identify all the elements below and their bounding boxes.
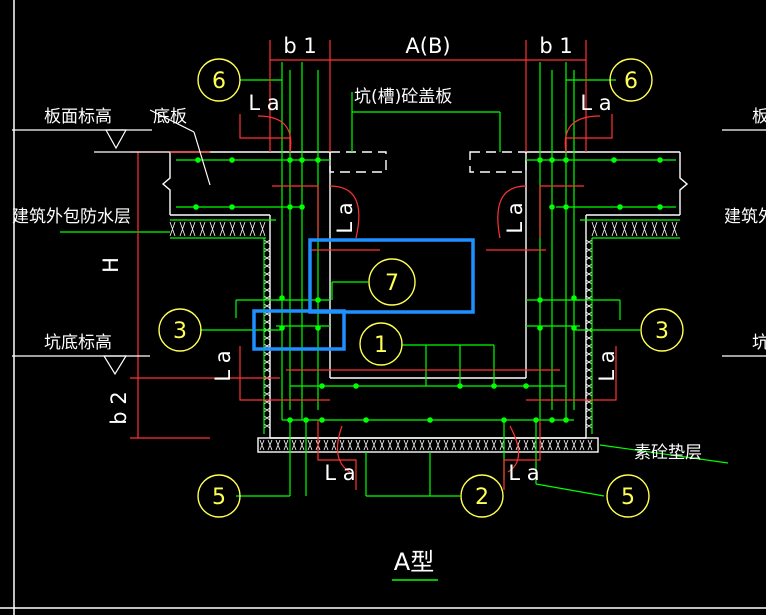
rebar-dot xyxy=(287,417,293,423)
rebar-dot xyxy=(193,204,199,210)
svg-text:6: 6 xyxy=(212,69,226,94)
dim-b1-left: b 1 xyxy=(283,34,316,58)
dim-b2: b 2 xyxy=(107,391,131,424)
rebar-dot xyxy=(571,295,577,301)
rebar-dot xyxy=(229,157,235,163)
rebar-dot xyxy=(363,417,369,423)
rebar-dot xyxy=(315,157,321,163)
rebar-dot xyxy=(287,157,293,163)
hatching xyxy=(169,221,678,451)
rebar-dot xyxy=(279,325,285,331)
svg-text:7: 7 xyxy=(385,271,399,296)
dim-la-side-left: L a xyxy=(211,350,235,381)
svg-text:3: 3 xyxy=(173,319,187,344)
dim-la-bot-right: L a xyxy=(508,461,539,485)
rebar-dot xyxy=(287,204,293,210)
dimension-lines xyxy=(130,40,617,490)
marker-3-left: 3 xyxy=(158,308,202,352)
dim-la-bot-left: L a xyxy=(324,461,355,485)
dim-b1-right: b 1 xyxy=(539,34,572,58)
rebar-dot xyxy=(657,204,663,210)
rebar-dot xyxy=(303,417,309,423)
rebar-dot xyxy=(563,204,569,210)
dim-la-top-left: L a xyxy=(248,91,279,115)
rebar-dot xyxy=(571,325,577,331)
label-bottom-slab: 底板 xyxy=(153,107,187,127)
label-cover-plate: 坑(槽)砼盖板 xyxy=(354,87,452,107)
rebar-dot xyxy=(319,417,325,423)
rebar-dot xyxy=(427,417,433,423)
svg-text:2: 2 xyxy=(475,485,489,510)
rebar-dot xyxy=(315,297,321,303)
marker-5-left: 5 xyxy=(197,474,241,518)
rebar-dot xyxy=(549,417,555,423)
elevation-symbols xyxy=(12,109,766,376)
rebar-dot xyxy=(549,157,555,163)
rebar-dot xyxy=(537,157,543,163)
rebar-dot xyxy=(195,157,201,163)
rebar-dot xyxy=(229,204,235,210)
rebar-dot xyxy=(457,383,463,389)
svg-text:5: 5 xyxy=(212,485,226,510)
marker-6-left: 6 xyxy=(197,58,241,102)
rebar-dot xyxy=(563,417,569,423)
rebar-dot xyxy=(299,204,305,210)
rebar-dot xyxy=(563,157,569,163)
rebar-dot xyxy=(353,383,359,389)
cover-plate xyxy=(329,151,527,173)
rebar-dot xyxy=(549,204,555,210)
waterproof-layer xyxy=(170,219,680,434)
rebar-dot xyxy=(319,383,325,389)
svg-text:5: 5 xyxy=(621,485,635,510)
highlight-box-rebar-7[interactable] xyxy=(308,238,475,314)
svg-text:6: 6 xyxy=(624,69,638,94)
label-waterproof: 建筑外包防水层 xyxy=(12,207,131,227)
rebar-dot xyxy=(299,157,305,163)
rebar-dots xyxy=(193,157,663,423)
drawing-title: A型 xyxy=(394,548,434,576)
rebar-dot xyxy=(537,325,543,331)
rebar-dot xyxy=(501,417,507,423)
label-pit-bottom-elev: 坑底标高 xyxy=(44,333,112,353)
dim-la-top-right: L a xyxy=(580,91,611,115)
rebar-dot xyxy=(279,295,285,301)
dim-la-mid-left: L a xyxy=(333,202,357,233)
rebar-dot xyxy=(533,417,539,423)
rebar-dot xyxy=(315,325,321,331)
dim-h: H xyxy=(99,257,123,273)
dim-la-mid-right: L a xyxy=(503,202,527,233)
concrete-outline xyxy=(161,151,689,453)
svg-text:1: 1 xyxy=(374,333,388,358)
rebar-dot xyxy=(537,297,543,303)
label-right-waterproof: 建筑外 xyxy=(724,207,766,227)
label-slab-top-elev: 板面标高 xyxy=(44,107,112,127)
marker-7: 7 xyxy=(368,258,416,306)
label-right-slab-top: 板 xyxy=(752,107,766,127)
dim-la-side-right: L a xyxy=(595,350,619,381)
label-plain-concrete: 素砼垫层 xyxy=(634,443,702,463)
rebar xyxy=(60,62,729,497)
marker-1: 1 xyxy=(359,322,403,366)
dim-ab: A(B) xyxy=(405,34,450,58)
rebar-dot xyxy=(657,157,663,163)
highlight-box-wall-joint[interactable] xyxy=(252,309,346,351)
svg-text:3: 3 xyxy=(655,319,669,344)
rebar-dot xyxy=(523,383,529,389)
marker-3-right: 3 xyxy=(640,308,684,352)
marker-6-right: 6 xyxy=(609,58,653,102)
marker-5-right: 5 xyxy=(606,474,650,518)
rebar-dot xyxy=(491,383,497,389)
label-right-pit-bottom: 坑 xyxy=(752,333,766,353)
rebar-dot xyxy=(617,204,623,210)
rebar-dot xyxy=(611,157,617,163)
marker-2: 2 xyxy=(460,474,504,518)
